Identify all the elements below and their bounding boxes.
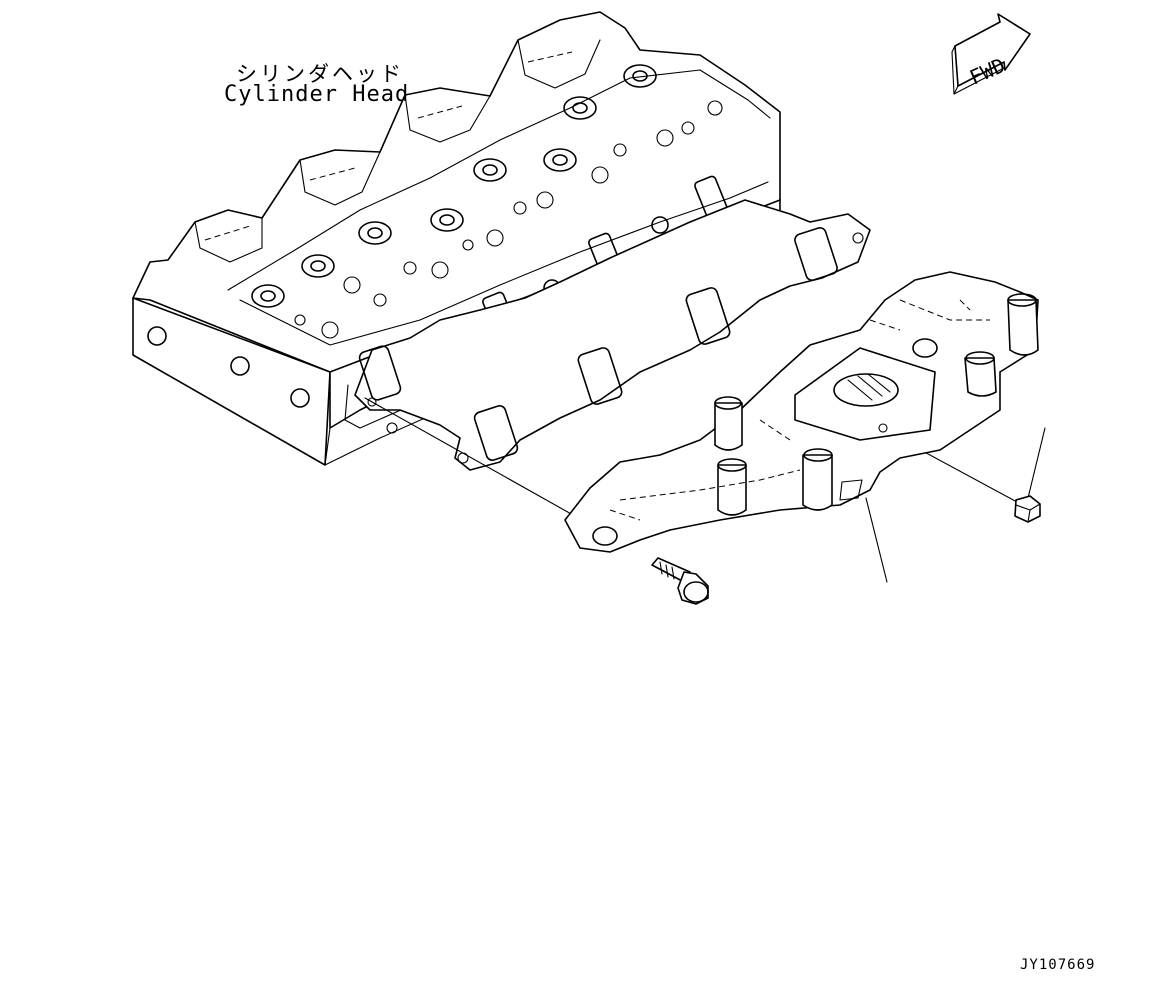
cylinder-head-label-jp: シリンダヘッド	[236, 62, 404, 86]
manifold-pointer-line	[865, 497, 888, 583]
cylinder-head-label-en: Cylinder Head	[224, 82, 410, 107]
exhaust-gasket	[354, 199, 871, 471]
flange-nut	[1014, 495, 1041, 523]
exhaust-manifold	[564, 271, 1039, 553]
fwd-arrow-icon: FWD	[951, 13, 1031, 95]
drawing-id: JY107669	[1020, 957, 1096, 973]
nut-pointer-line	[1027, 427, 1046, 499]
bolt-leader-line	[364, 397, 606, 534]
flange-bolt	[651, 557, 709, 605]
